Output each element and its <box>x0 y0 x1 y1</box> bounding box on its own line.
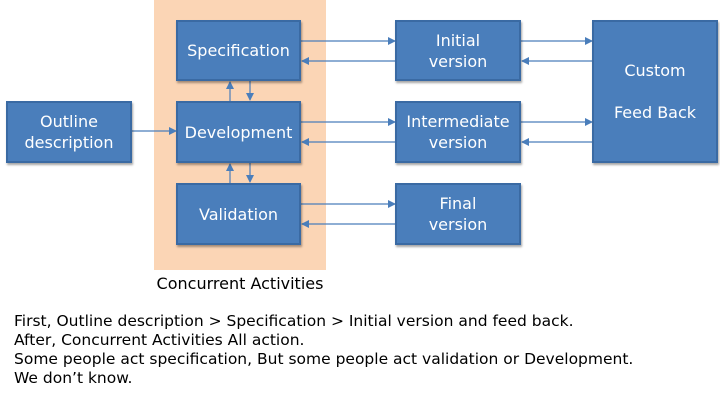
final-version-box: Final version <box>395 183 521 245</box>
note-line: After, Concurrent Activities All action. <box>14 331 305 349</box>
development-box: Development <box>176 101 301 163</box>
notes-text: First, Outline description > Specificati… <box>14 312 633 388</box>
concurrent-activities-label: Concurrent Activities <box>156 274 324 293</box>
specification-box: Specification <box>176 20 301 81</box>
validation-box: Validation <box>176 183 301 245</box>
note-line: Some people act specification, But some … <box>14 350 634 368</box>
note-line: First, Outline description > Specificati… <box>14 312 574 330</box>
intermediate-version-box: Intermediate version <box>395 101 521 163</box>
note-line: We don’t know. <box>14 369 133 387</box>
initial-version-box: Initial version <box>395 20 521 81</box>
outline-description-box: Outline description <box>6 101 132 163</box>
custom-feedback-box: Custom Feed Back <box>592 20 718 163</box>
